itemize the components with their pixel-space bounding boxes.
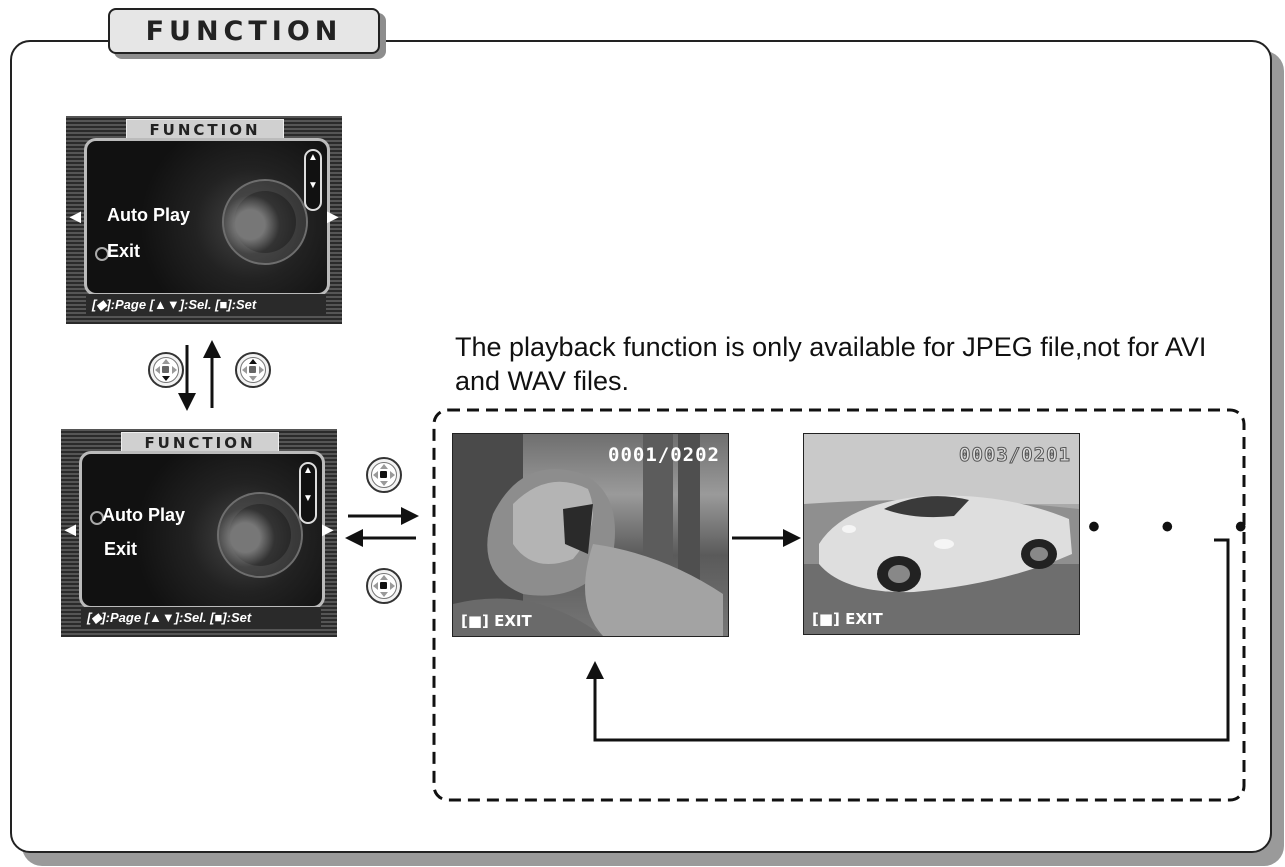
exit-hint: [■] EXIT <box>812 610 883 628</box>
exit-hint: [■] EXIT <box>461 612 532 630</box>
exit-label: EXIT <box>845 610 883 628</box>
exit-label: EXIT <box>494 612 532 630</box>
photo-counter: 0003/0201 <box>959 444 1071 466</box>
photo-counter: 0001/0202 <box>608 444 720 466</box>
more-photos-ellipsis: • • • <box>1088 508 1273 547</box>
playback-photo-lion: 0001/0202 [■] EXIT <box>452 433 729 637</box>
playback-photo-car: 0003/0201 [■] EXIT <box>803 433 1080 635</box>
playback-note: The playback function is only available … <box>455 330 1255 398</box>
